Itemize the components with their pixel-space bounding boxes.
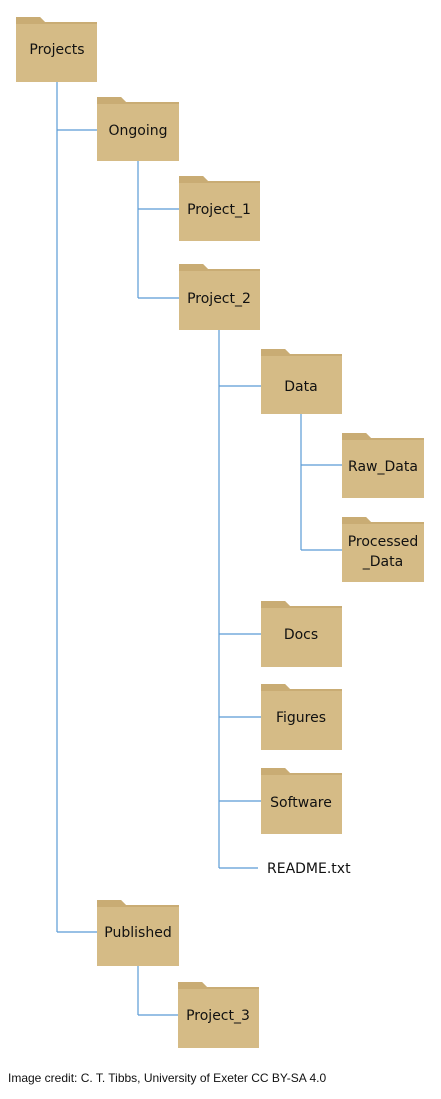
folder-docs[interactable]: Docs <box>261 601 342 667</box>
folder-icon <box>97 97 179 161</box>
folder-data[interactable]: Data <box>261 349 342 414</box>
folder-tab <box>342 517 424 524</box>
folder-icon <box>178 982 259 1048</box>
folder-processed-data[interactable]: Processed _Data <box>342 517 424 582</box>
folder-icon <box>261 601 342 667</box>
folder-icon <box>261 349 342 414</box>
folder-tab <box>16 17 97 24</box>
folder-project-2[interactable]: Project_2 <box>179 264 260 330</box>
image-credit: Image credit: C. T. Tibbs, University of… <box>8 1071 327 1085</box>
folder-tab <box>261 684 342 691</box>
folder-label-line-1: Processed <box>348 534 419 550</box>
folder-tab <box>97 900 179 907</box>
folder-label: Software <box>270 795 332 811</box>
folder-tab <box>261 768 342 775</box>
folder-icon <box>261 684 342 750</box>
folder-tab <box>261 349 342 356</box>
folder-label: Project_1 <box>187 202 251 218</box>
folder-label: Published <box>104 925 171 941</box>
folder-software[interactable]: Software <box>261 768 342 834</box>
folder-icon <box>342 517 424 582</box>
folder-label: Project_3 <box>186 1008 250 1024</box>
folder-raw-data[interactable]: Raw_Data <box>342 433 424 498</box>
folder-label: Figures <box>276 710 326 726</box>
folder-label: Raw_Data <box>348 459 418 475</box>
folder-icon <box>179 264 260 330</box>
folder-label: Ongoing <box>109 123 168 139</box>
folder-tab <box>179 176 260 183</box>
folder-label: Project_2 <box>187 291 251 307</box>
folder-projects[interactable]: Projects <box>16 17 97 82</box>
folder-figures[interactable]: Figures <box>261 684 342 750</box>
folder-tab <box>178 982 259 989</box>
folder-label: Data <box>284 379 317 395</box>
folder-tab <box>179 264 260 271</box>
folder-ongoing[interactable]: Ongoing <box>97 97 179 161</box>
folder-icon <box>342 433 424 498</box>
folder-label-line-2: _Data <box>362 554 403 570</box>
folder-tab <box>97 97 179 104</box>
tree-connectors <box>56 82 342 1016</box>
folder-project-3[interactable]: Project_3 <box>178 982 259 1048</box>
file-label: README.txt <box>267 861 351 877</box>
folder-project-1[interactable]: Project_1 <box>179 176 260 241</box>
folder-label: Docs <box>284 627 318 643</box>
folder-icon <box>179 176 260 241</box>
folder-icon <box>261 768 342 834</box>
file-readme[interactable]: README.txt <box>267 861 351 877</box>
folder-tab <box>342 433 424 440</box>
folder-published[interactable]: Published <box>97 900 179 966</box>
folder-icon <box>16 17 97 82</box>
folder-tab <box>261 601 342 608</box>
folder-icon <box>97 900 179 966</box>
folder-label: Projects <box>29 42 84 58</box>
